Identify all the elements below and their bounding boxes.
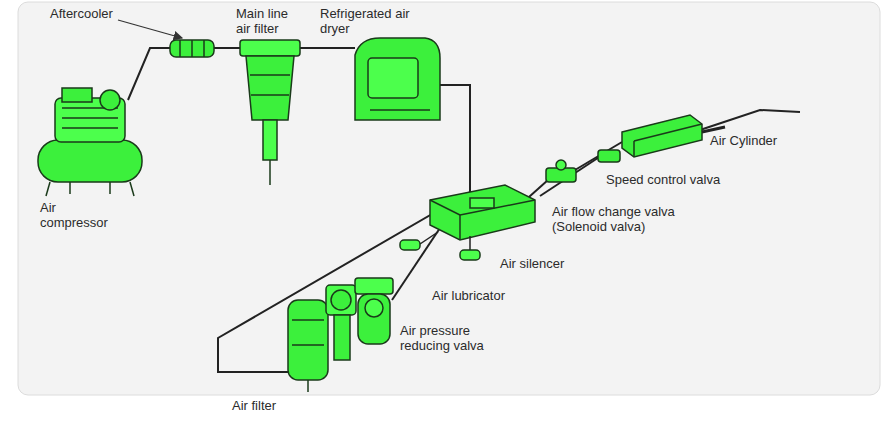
illustration-stroke — [240, 40, 300, 56]
illustration-stroke — [700, 110, 800, 130]
part-label: Refrigerated air dryer — [320, 6, 415, 36]
air-cylinder — [622, 115, 725, 157]
illustration-stroke — [556, 160, 566, 170]
illustration-stroke — [430, 185, 535, 240]
illustration-stroke — [191, 40, 193, 57]
illustration-stroke — [292, 319, 324, 321]
part-label: Air compressor — [40, 200, 125, 230]
illustration-stroke — [109, 182, 111, 194]
air-silencer — [400, 232, 480, 260]
illustration-stroke — [46, 182, 50, 196]
illustration-stroke — [288, 300, 328, 380]
illustration-stroke — [300, 47, 355, 49]
illustration-stroke — [622, 115, 702, 157]
illustration-stroke — [250, 74, 290, 76]
illustration-stroke — [331, 290, 351, 310]
illustration-stroke — [326, 285, 356, 315]
part-label: Air filter — [232, 398, 322, 413]
illustration-stroke — [62, 127, 118, 129]
part-label: Speed control valva — [606, 172, 766, 187]
illustration-stroke — [420, 232, 438, 244]
illustration-stroke — [355, 278, 393, 294]
illustration-stroke — [460, 250, 480, 260]
illustration-stroke — [69, 182, 71, 194]
illustration-stroke — [469, 236, 471, 250]
illustration-stroke — [38, 140, 142, 182]
illustration-stroke — [365, 299, 383, 317]
illustration-stroke — [62, 88, 92, 102]
main-line-filter — [240, 40, 300, 185]
part-label: Air Cylinder — [710, 133, 820, 148]
frl-unit — [288, 278, 393, 392]
leader-arrow — [118, 20, 182, 38]
illustration-stroke — [358, 294, 390, 344]
illustration-stroke — [203, 40, 205, 57]
part-label: Air flow change valva (Solenoid valva) — [552, 204, 702, 234]
illustration-stroke — [430, 200, 460, 215]
illustration-stroke — [251, 94, 289, 96]
illustration-stroke — [263, 120, 277, 160]
illustration-stroke — [179, 40, 181, 57]
illustration-stroke — [702, 127, 725, 132]
air-compressor — [38, 88, 142, 196]
pipes — [128, 48, 800, 372]
illustration-stroke — [334, 315, 350, 360]
illustration-stroke — [292, 344, 324, 346]
illustration-stroke — [633, 141, 635, 157]
part-label: Air silencer — [500, 256, 610, 271]
illustration-stroke — [370, 109, 430, 111]
illustration-stroke — [575, 142, 622, 170]
part-label: Aftercooler — [50, 6, 140, 21]
illustration-stroke — [128, 48, 170, 100]
illustration-stroke — [634, 124, 702, 141]
solenoid-valve — [430, 185, 535, 240]
part-label: Main line air filter — [236, 6, 306, 36]
illustration-stroke — [100, 90, 120, 110]
background-panel — [18, 2, 880, 395]
refrigerated-dryer — [355, 38, 440, 120]
illustration-stroke — [62, 117, 118, 119]
illustration-stroke — [470, 198, 494, 208]
illustration-stroke — [368, 58, 418, 98]
illustration-stroke — [170, 40, 214, 57]
illustration-stroke — [459, 215, 461, 240]
part-label: Air lubricator — [432, 288, 552, 303]
illustration-stroke — [400, 240, 420, 250]
illustration-stroke — [214, 47, 240, 49]
part-label: Air pressure reducing valva — [400, 323, 505, 353]
illustration-stroke — [307, 380, 309, 392]
aftercooler — [170, 40, 214, 57]
illustration-stroke — [130, 182, 134, 196]
illustration-stroke — [246, 56, 294, 120]
illustration-stroke — [355, 38, 440, 120]
illustration-stroke — [269, 160, 271, 185]
illustration-stroke — [598, 150, 620, 162]
